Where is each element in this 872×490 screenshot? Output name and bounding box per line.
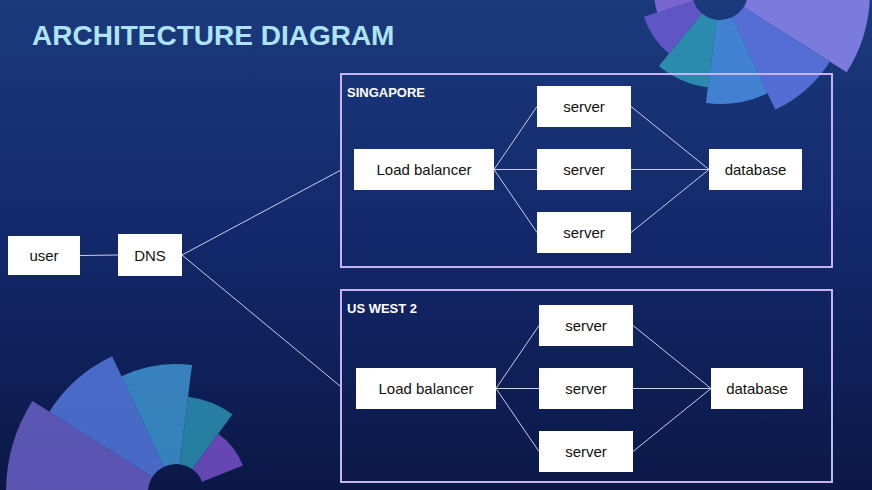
fan-segment xyxy=(644,1,702,54)
box-label: server xyxy=(565,380,607,397)
connector-line xyxy=(182,171,340,256)
connector-line xyxy=(631,170,709,233)
connector-line xyxy=(496,388,539,389)
box-label: server xyxy=(563,161,605,178)
region-heading: SINGAPORE xyxy=(347,85,425,100)
box-label: Load balancer xyxy=(378,380,473,397)
connector-line xyxy=(633,389,711,452)
connector-line xyxy=(631,107,709,170)
connector-line xyxy=(631,169,709,170)
region-heading: US WEST 2 xyxy=(347,301,417,316)
box-label: server xyxy=(565,443,607,460)
user-box: user xyxy=(8,236,80,275)
server-box: server xyxy=(537,86,631,127)
database-box: database xyxy=(709,149,802,190)
connector-line xyxy=(494,169,537,170)
decorative-fan xyxy=(6,356,243,490)
connector-line xyxy=(496,326,539,389)
load-balancer-box: Load balancer xyxy=(354,149,494,190)
connector-line xyxy=(494,107,537,170)
box-label: Load balancer xyxy=(376,161,471,178)
box-label: DNS xyxy=(134,247,166,264)
box-label: database xyxy=(726,380,788,397)
box-label: server xyxy=(565,317,607,334)
connector-line xyxy=(633,326,711,389)
fan-segment xyxy=(706,17,768,104)
diagram-title: ARCHITECTURE DIAGRAM xyxy=(32,20,394,52)
server-box: server xyxy=(537,149,631,190)
fan-segment xyxy=(192,434,242,482)
server-box: server xyxy=(539,368,633,409)
connector-line xyxy=(494,170,537,233)
box-label: database xyxy=(725,161,787,178)
database-box: database xyxy=(711,368,803,409)
connector-line xyxy=(80,255,118,257)
server-box: server xyxy=(537,212,631,253)
decorative-fan xyxy=(644,0,870,110)
connector-line xyxy=(496,389,539,452)
server-box: server xyxy=(539,431,633,472)
box-label: server xyxy=(563,98,605,115)
fan-segment xyxy=(654,0,693,12)
connector-line xyxy=(633,388,711,389)
connector-line xyxy=(182,255,340,386)
server-box: server xyxy=(539,305,633,346)
box-label: server xyxy=(563,224,605,241)
region-box: US WEST 2 Load balancer server server server… xyxy=(340,289,833,483)
load-balancer-box: Load balancer xyxy=(356,368,496,409)
region-box: SINGAPORE Load balancer server server server… xyxy=(340,73,833,268)
box-label: user xyxy=(29,247,58,264)
dns-box: DNS xyxy=(118,234,182,276)
